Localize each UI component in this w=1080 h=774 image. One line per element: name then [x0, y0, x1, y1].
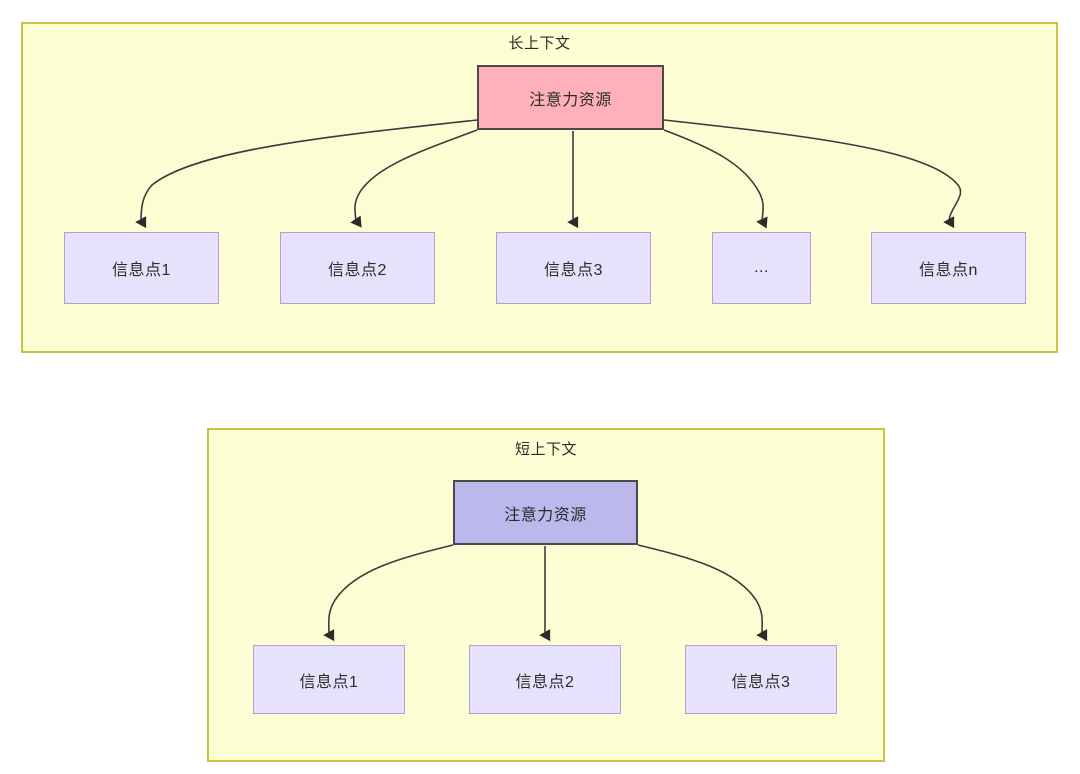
node-info-point-long-ellipsis[interactable]: ... — [712, 232, 811, 304]
panel-short-context-title: 短上下文 — [514, 441, 577, 458]
node-info-point-long-n[interactable]: 信息点n — [871, 232, 1026, 304]
node-info-point-short-1[interactable]: 信息点1 — [253, 645, 405, 714]
node-info-point-long-1[interactable]: 信息点1 — [64, 232, 219, 304]
panel-long-context-title: 长上下文 — [508, 35, 571, 52]
node-attention-resource-long[interactable]: 注意力资源 — [477, 65, 664, 130]
node-info-point-short-2[interactable]: 信息点2 — [469, 645, 621, 714]
node-info-point-long-3[interactable]: 信息点3 — [496, 232, 651, 304]
node-info-point-short-3[interactable]: 信息点3 — [685, 645, 837, 714]
node-attention-resource-short[interactable]: 注意力资源 — [453, 480, 638, 545]
node-info-point-long-2[interactable]: 信息点2 — [280, 232, 435, 304]
